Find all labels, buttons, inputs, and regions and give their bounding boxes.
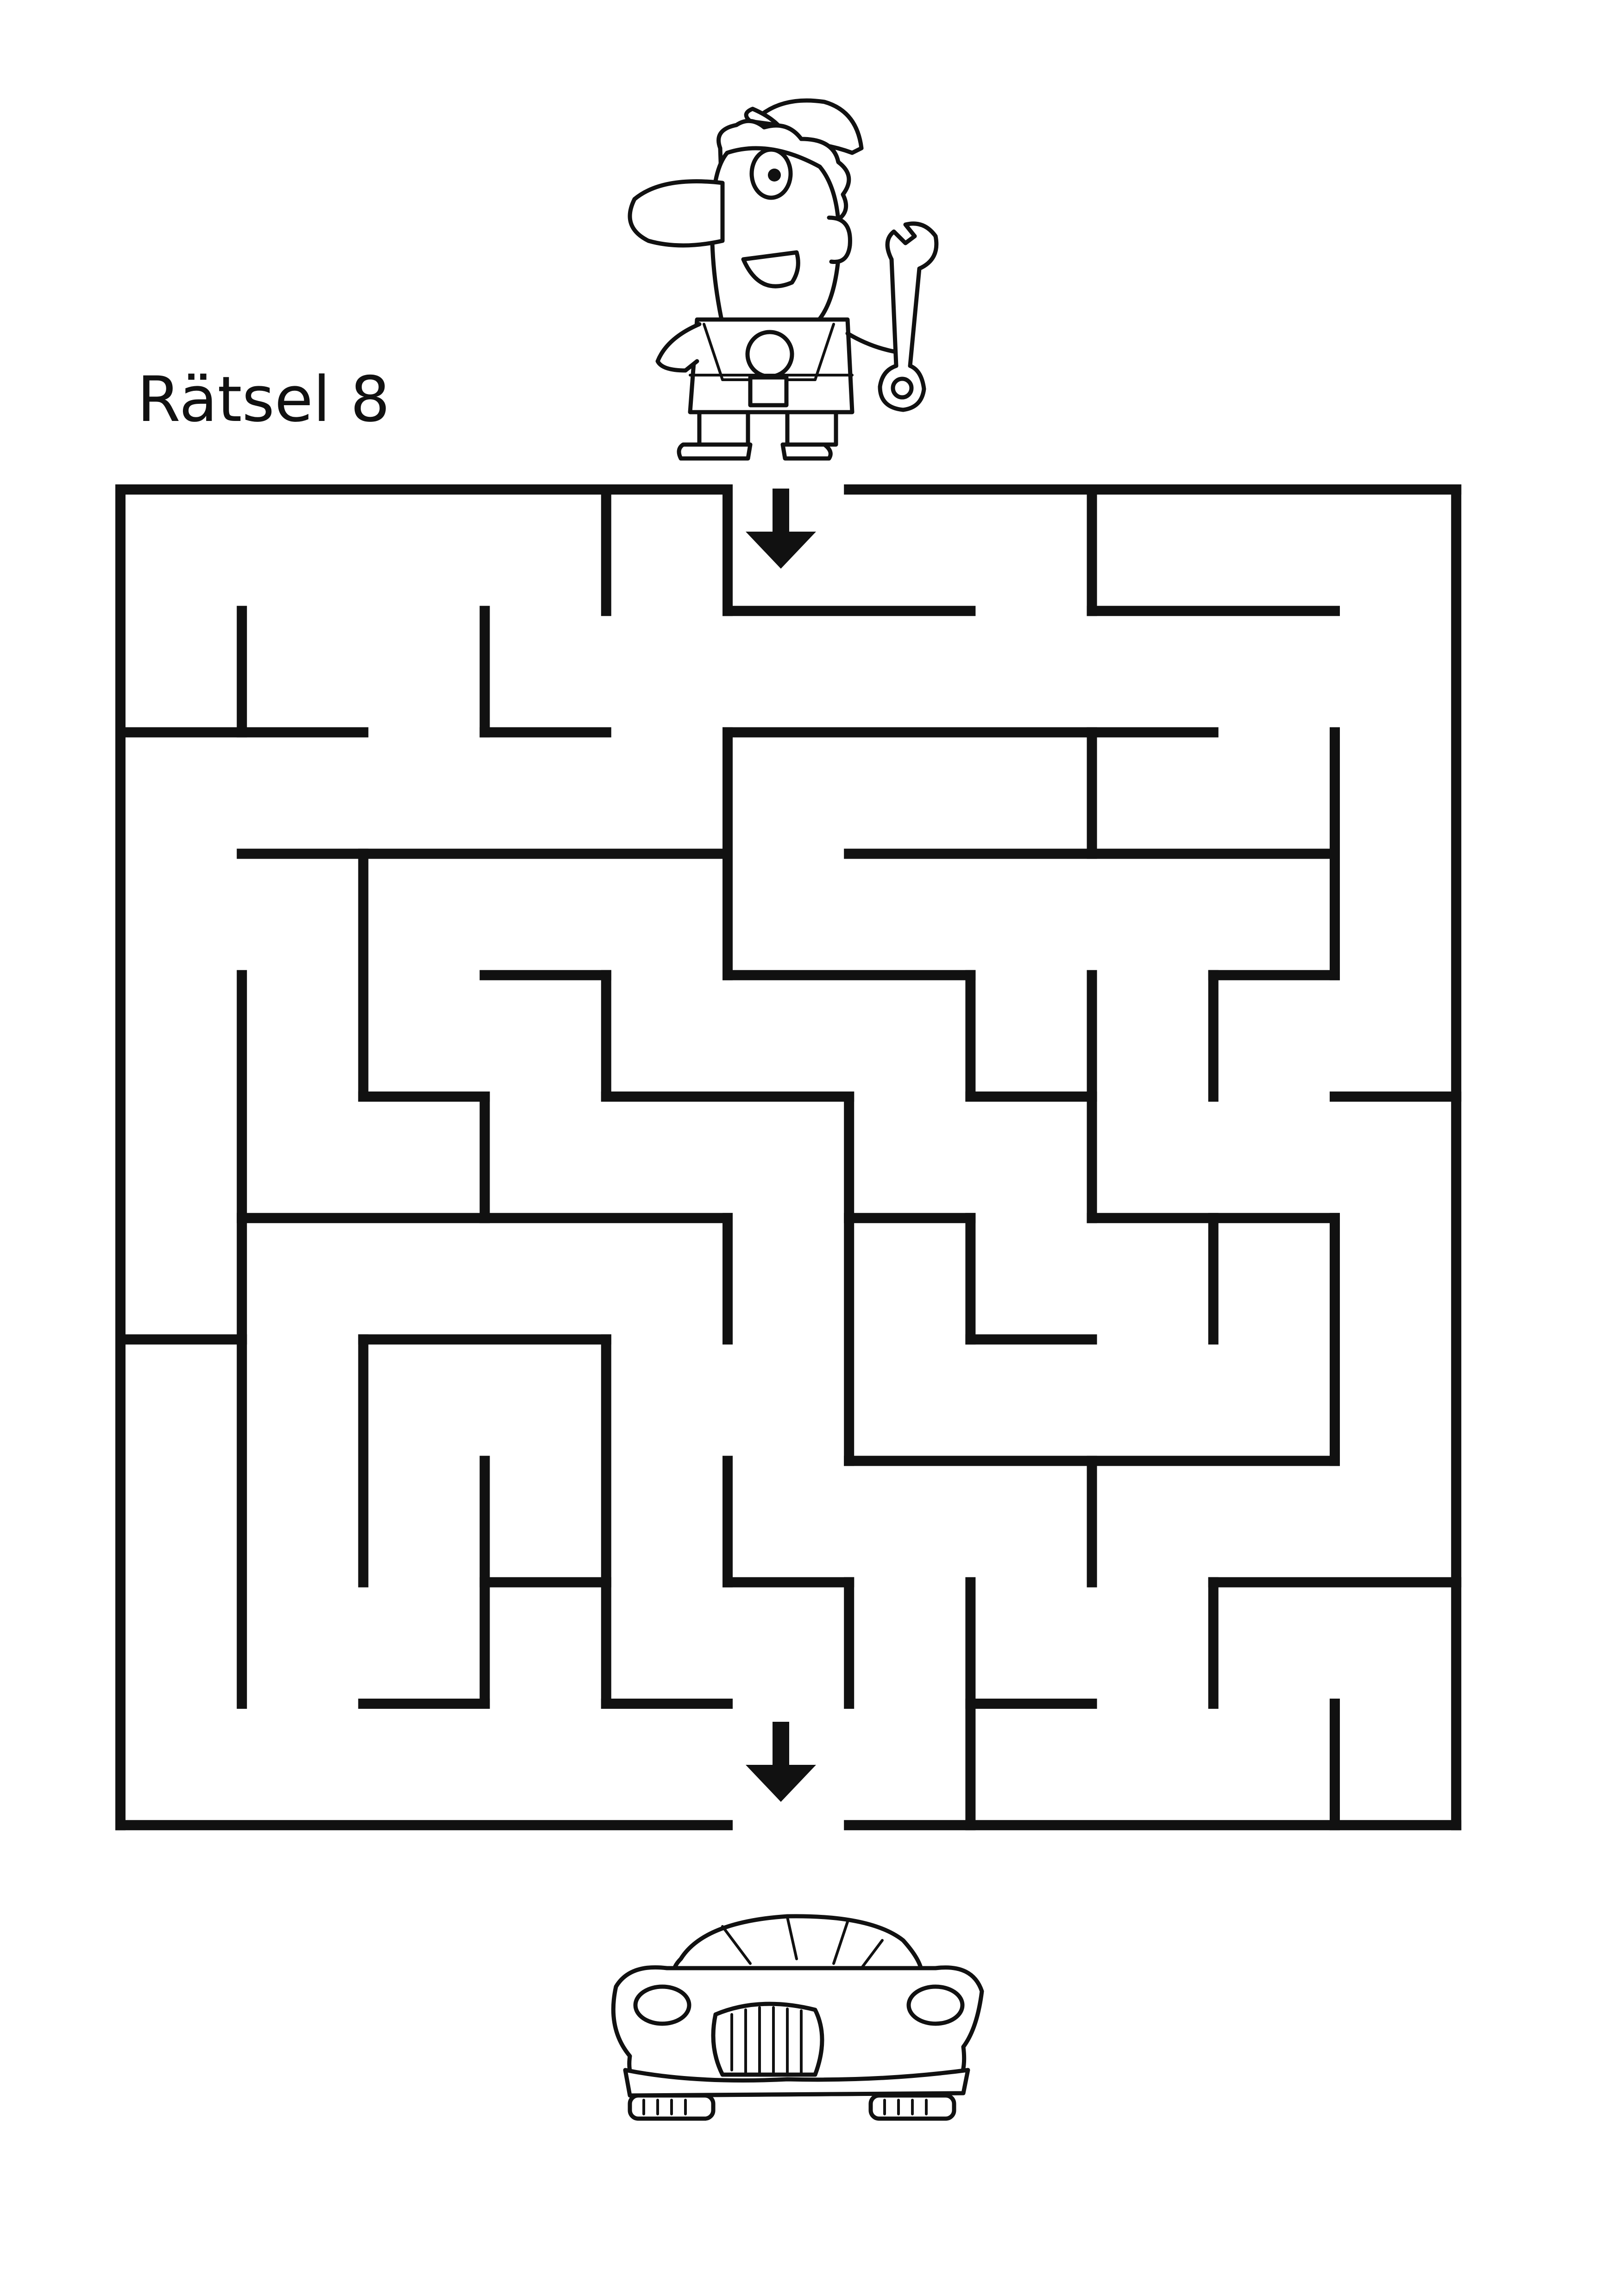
puzzle-title: Rätsel 8 <box>137 363 390 436</box>
maze-walls <box>115 484 1462 1831</box>
broken-car-illustration <box>611 1914 984 2121</box>
mechanic-illustration <box>628 98 939 461</box>
entrance-arrow <box>746 489 816 569</box>
exit-arrow <box>746 1722 816 1802</box>
